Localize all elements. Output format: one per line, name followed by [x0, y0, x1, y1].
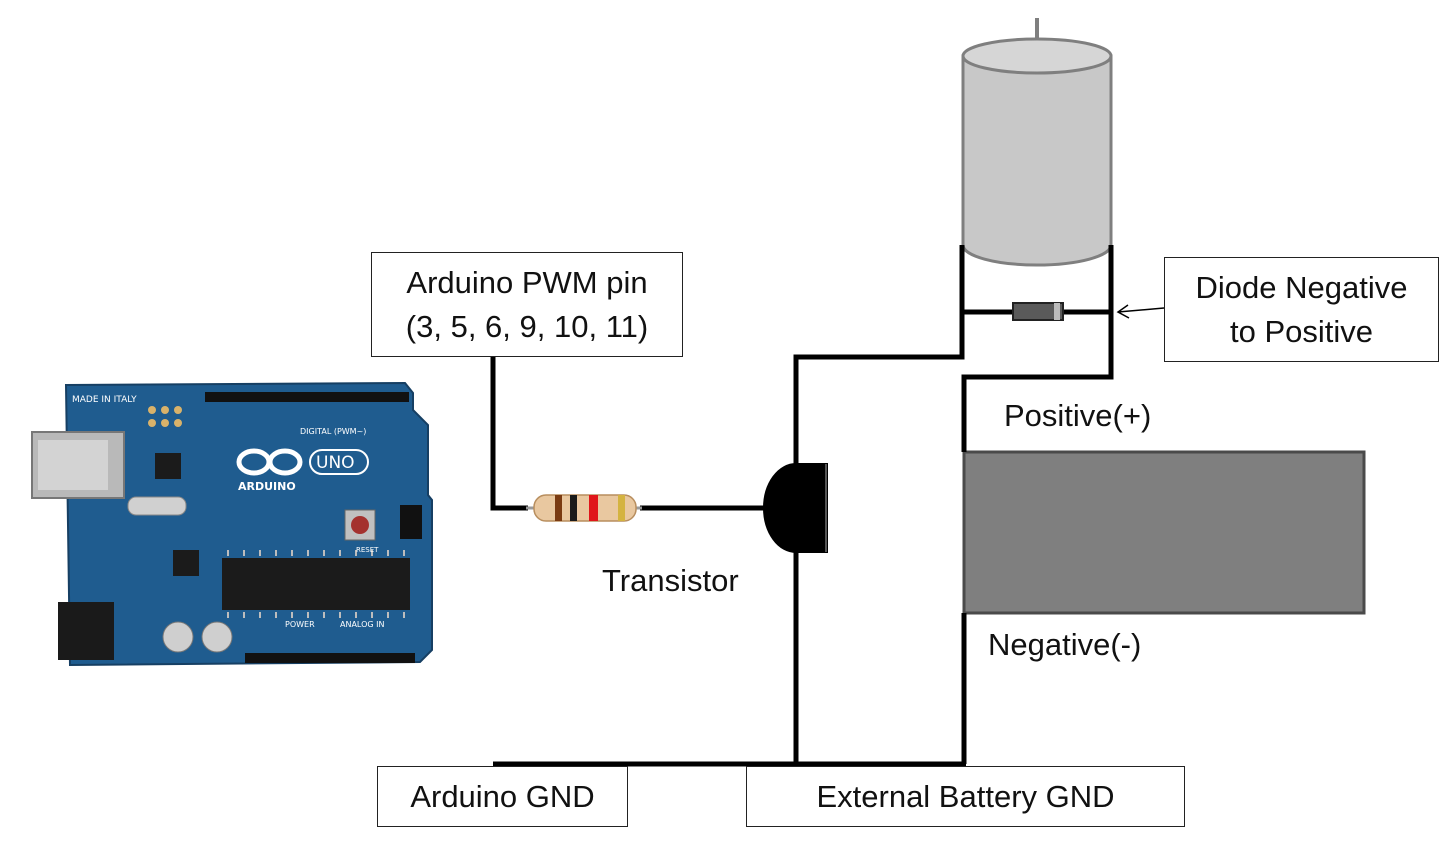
arduino-logo — [236, 448, 303, 476]
board-made-in: MADE IN ITALY — [72, 395, 137, 405]
resistor — [526, 494, 642, 522]
pwm-pin-line2: (3, 5, 6, 9, 10, 11) — [405, 308, 649, 344]
pwm-pin-box: Arduino PWM pin (3, 5, 6, 9, 10, 11) — [371, 252, 683, 357]
board-model: UNO — [316, 453, 355, 473]
diode-label-line2: to Positive — [1229, 313, 1373, 349]
wire-transistor-motor — [793, 245, 965, 465]
diode — [1012, 302, 1064, 321]
board-analog-label: ANALOG IN — [340, 620, 385, 629]
capacitor — [162, 621, 194, 653]
transistor-label: Transistor — [602, 563, 739, 598]
wire-motor-battery-positive — [961, 245, 1114, 452]
arduino-board: MADE IN ITALY ARDUINO UNO DIGITAL (PWM~)… — [31, 381, 433, 667]
arduino-gnd-label: Arduino GND — [410, 778, 595, 814]
wires — [490, 245, 1114, 767]
board-brand: ARDUINO — [238, 480, 296, 493]
power-jack — [58, 602, 114, 660]
power-analog-header — [245, 653, 415, 663]
crystal — [127, 496, 187, 516]
diode-label-line1: Diode Negative — [1195, 270, 1408, 306]
battery-negative-label: Negative(-) — [988, 627, 1142, 662]
microcontroller-chip — [222, 558, 410, 610]
battery-gnd-label: External Battery GND — [816, 778, 1115, 814]
board-digital-label: DIGITAL (PWM~) — [300, 427, 366, 436]
dc-motor — [961, 18, 1113, 267]
diode-band — [1054, 303, 1060, 320]
board-reset-label: RESET — [356, 546, 379, 554]
digital-header — [205, 392, 409, 402]
capacitor — [201, 621, 233, 653]
diode-pointer-arrow — [1116, 304, 1165, 319]
pwm-pin-line1: Arduino PWM pin — [406, 265, 648, 301]
battery-positive-label: Positive(+) — [1004, 398, 1152, 433]
arduino-gnd-box: Arduino GND — [377, 766, 628, 827]
board-power-label: POWER — [285, 620, 315, 629]
reset-button — [351, 516, 369, 534]
battery-gnd-box: External Battery GND — [746, 766, 1185, 827]
wire-pwm-resistor — [490, 356, 528, 511]
external-battery — [962, 450, 1366, 615]
diode-label-box: Diode Negative to Positive — [1164, 257, 1439, 362]
